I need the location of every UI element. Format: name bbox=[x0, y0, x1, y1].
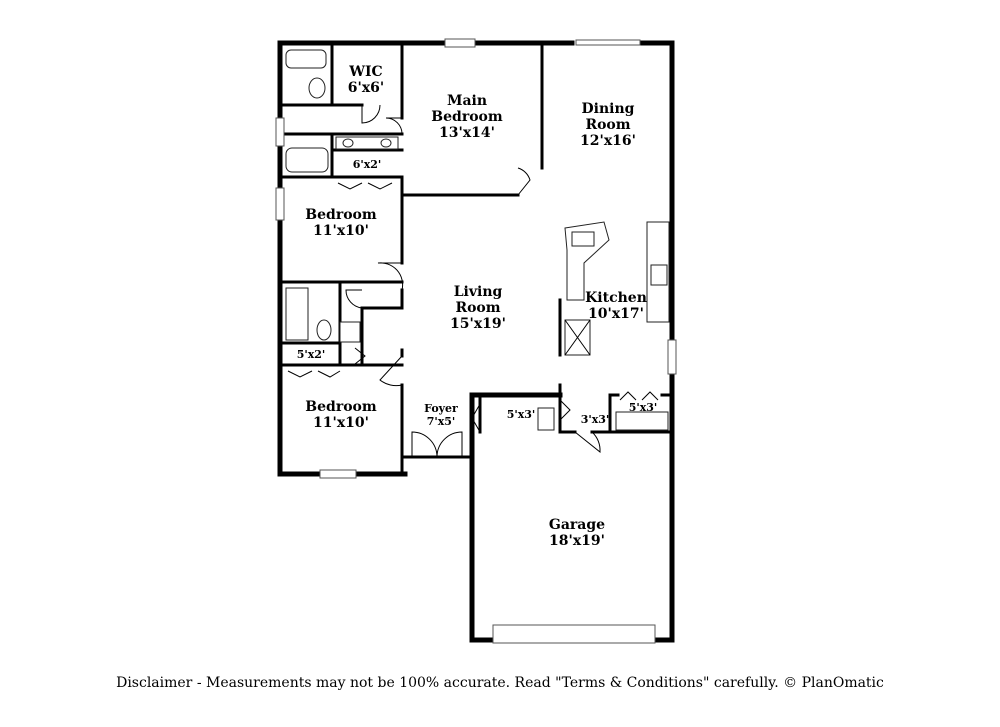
closet-5x3-left-size: 5'x3' bbox=[507, 408, 536, 421]
washer-dryer bbox=[615, 411, 669, 431]
wic-size: 6'x6' bbox=[348, 80, 384, 96]
door-wic bbox=[361, 104, 381, 124]
tub-main-bath bbox=[285, 49, 327, 69]
kitchen-sink bbox=[571, 231, 595, 247]
toilet-hall-bath bbox=[316, 319, 332, 341]
door-closet-5x3-right bbox=[619, 391, 659, 401]
door-bath bbox=[385, 117, 403, 135]
closet-5x2-size: 5'x2' bbox=[297, 348, 326, 361]
windows bbox=[275, 38, 677, 644]
closet-5x3-right-size: 5'x3' bbox=[629, 401, 658, 414]
sink-right bbox=[380, 138, 392, 148]
door-closet-6x2 bbox=[337, 182, 393, 190]
dining-room-size: 12'x16' bbox=[580, 133, 636, 149]
door-bedroom-upper bbox=[377, 262, 404, 291]
fixtures bbox=[285, 49, 670, 431]
door-linen bbox=[354, 347, 366, 365]
main-bedroom-name-1: Main bbox=[447, 93, 487, 109]
closet-6x2-size: 6'x2' bbox=[353, 158, 382, 171]
garage-door bbox=[492, 624, 656, 644]
wic-name: WIC bbox=[348, 64, 382, 80]
garage-size: 18'x19' bbox=[549, 533, 605, 549]
window-bedroom-lower bbox=[319, 469, 357, 479]
toilet-main-bath bbox=[308, 77, 326, 99]
sliding-door-dining bbox=[575, 39, 641, 46]
living-room-size: 15'x19' bbox=[450, 316, 506, 332]
door-hall-bath bbox=[345, 289, 363, 309]
dining-room-name-2: Room bbox=[585, 117, 630, 133]
window-main-bedroom bbox=[444, 38, 476, 48]
door-bedroom-lower bbox=[379, 355, 403, 387]
garage-name: Garage bbox=[549, 517, 605, 533]
door-closet-3x3 bbox=[559, 399, 571, 421]
sink-left bbox=[342, 138, 354, 148]
foyer-size: 7'x5' bbox=[427, 415, 456, 428]
door-closet-foyer bbox=[471, 403, 481, 433]
vanity-hall-bath bbox=[339, 321, 361, 343]
kitchen-name: Kitchen bbox=[585, 290, 647, 306]
dining-room-name-1: Dining bbox=[582, 101, 635, 117]
bedroom-lower-name: Bedroom bbox=[305, 399, 377, 415]
doors bbox=[287, 104, 659, 458]
disclaimer-text: Disclaimer - Measurements may not be 100… bbox=[116, 675, 884, 691]
window-bedroom-upper bbox=[275, 187, 285, 221]
door-garage bbox=[574, 431, 601, 453]
door-closet-5x2 bbox=[287, 370, 341, 378]
foyer-name: Foyer bbox=[424, 402, 458, 415]
bedroom-lower-size: 11'x10' bbox=[313, 415, 369, 431]
living-room-name-2: Room bbox=[455, 300, 500, 316]
tub-hall-bath bbox=[285, 287, 309, 341]
shower-main-bath bbox=[285, 147, 329, 173]
main-bedroom-name-2: Bedroom bbox=[431, 109, 503, 125]
door-front bbox=[411, 431, 463, 458]
stove bbox=[650, 264, 668, 286]
room-labels: WIC 6'x6' Main Bedroom 13'x14' Dining Ro… bbox=[297, 64, 658, 549]
closet-3x3-size: 3'x3' bbox=[581, 413, 610, 426]
bedroom-upper-size: 11'x10' bbox=[313, 223, 369, 239]
door-main-bedroom bbox=[517, 167, 531, 196]
living-room-name-1: Living bbox=[454, 284, 503, 300]
water-heater bbox=[537, 407, 555, 431]
kitchen-size: 10'x17' bbox=[588, 306, 644, 322]
interior-walls bbox=[278, 43, 674, 476]
window-bath bbox=[275, 117, 285, 147]
window-kitchen bbox=[667, 339, 677, 375]
bedroom-upper-name: Bedroom bbox=[305, 207, 377, 223]
main-bedroom-size: 13'x14' bbox=[439, 125, 495, 141]
